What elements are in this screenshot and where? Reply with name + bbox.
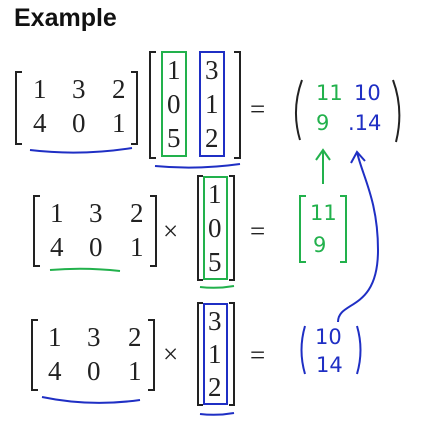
matrix-cell: 0 bbox=[167, 89, 181, 119]
matrix-cell: 1 bbox=[33, 74, 47, 104]
bracket-right bbox=[148, 319, 155, 391]
row2-result-vector: 11 9 bbox=[299, 195, 347, 263]
underline-annotation bbox=[154, 163, 241, 169]
arrow-blue bbox=[337, 151, 380, 323]
matrix-cell: 3 bbox=[72, 74, 86, 104]
matrix-cell: 1 bbox=[208, 339, 222, 369]
bracket-left bbox=[299, 195, 306, 263]
column-highlight-blue bbox=[199, 51, 225, 157]
result-value: 10 bbox=[354, 81, 381, 105]
result-value: 9 bbox=[316, 111, 329, 135]
row3-result-vector: 10 14 bbox=[300, 325, 362, 377]
bracket-left bbox=[197, 302, 203, 406]
matrix-cell: 4 bbox=[50, 232, 64, 262]
row2-matrix-a: 1 3 2 4 0 1 bbox=[33, 195, 157, 272]
matrix-cell: 2 bbox=[205, 123, 219, 153]
bracket-right bbox=[356, 325, 362, 375]
bracket-right bbox=[229, 175, 235, 281]
matrix-cell: 0 bbox=[89, 232, 103, 262]
times-sign: × bbox=[163, 216, 178, 246]
result-value: 14 bbox=[316, 353, 343, 377]
bracket-right bbox=[392, 79, 401, 143]
matrix-cell: 1 bbox=[130, 232, 144, 262]
matrix-cell: 1 bbox=[48, 322, 62, 352]
equals-sign: = bbox=[250, 340, 265, 370]
row1-result-matrix: 11 10 9 .14 bbox=[295, 79, 401, 143]
row1-matrix-a: 1 3 2 4 0 1 bbox=[15, 71, 138, 154]
matrix-cell: 0 bbox=[208, 213, 222, 243]
times-sign: × bbox=[163, 339, 178, 369]
bracket-left bbox=[149, 51, 156, 159]
result-value: 10 bbox=[315, 325, 342, 349]
matrix-cell: 1 bbox=[205, 89, 219, 119]
column-highlight-green bbox=[203, 176, 228, 280]
row1-matrix-b: 1 0 5 3 1 2 bbox=[149, 51, 241, 169]
row3-matrix-a: 1 3 2 4 0 1 bbox=[31, 319, 155, 404]
column-highlight-blue bbox=[203, 303, 228, 405]
matrix-cell: 3 bbox=[208, 306, 222, 336]
matrix-cell: 0 bbox=[87, 356, 101, 386]
row2-vector: 1 0 5 bbox=[197, 175, 235, 289]
bracket-left bbox=[33, 195, 40, 267]
row3-vector: 3 1 2 bbox=[197, 302, 235, 416]
underline-annotation bbox=[199, 285, 235, 289]
matrix-cell: 2 bbox=[128, 322, 142, 352]
equals-sign: = bbox=[250, 94, 265, 124]
underline-annotation bbox=[49, 267, 121, 272]
result-value: .14 bbox=[348, 111, 381, 135]
matrix-cell: 5 bbox=[167, 123, 181, 153]
arrow-blue-head bbox=[350, 150, 366, 164]
matrix-cell: 1 bbox=[167, 55, 181, 85]
underline-annotation bbox=[41, 396, 141, 404]
matrix-cell: 1 bbox=[208, 179, 222, 209]
bracket-left bbox=[197, 175, 203, 281]
result-value: 9 bbox=[313, 233, 326, 257]
matrix-cell: 2 bbox=[112, 74, 126, 104]
matrix-cell: 2 bbox=[130, 198, 144, 228]
bracket-right bbox=[150, 195, 157, 267]
bracket-right bbox=[131, 71, 138, 145]
underline-annotation bbox=[29, 147, 133, 154]
matrix-cell: 4 bbox=[33, 108, 47, 138]
bracket-right bbox=[340, 195, 347, 263]
equals-sign: = bbox=[250, 216, 265, 246]
bracket-left bbox=[31, 319, 38, 391]
bracket-left bbox=[295, 79, 303, 141]
bracket-left bbox=[300, 325, 306, 375]
arrow-green-head bbox=[315, 148, 331, 161]
underline-annotation bbox=[199, 412, 235, 416]
result-value: 11 bbox=[310, 201, 337, 225]
matrix-cell: 4 bbox=[48, 356, 62, 386]
matrix-cell: 1 bbox=[128, 356, 142, 386]
column-highlight-green bbox=[161, 51, 187, 157]
bracket-left bbox=[15, 71, 22, 145]
matrix-cell: 1 bbox=[50, 198, 64, 228]
slide-title: Example bbox=[14, 4, 117, 32]
matrix-cell: 3 bbox=[89, 198, 103, 228]
matrix-cell: 0 bbox=[72, 108, 86, 138]
matrix-cell: 1 bbox=[112, 108, 126, 138]
result-value: 11 bbox=[316, 81, 343, 105]
matrix-cell: 2 bbox=[208, 372, 222, 402]
matrix-cell: 5 bbox=[208, 247, 222, 277]
matrix-cell: 3 bbox=[87, 322, 101, 352]
bracket-right bbox=[229, 302, 235, 406]
bracket-right bbox=[234, 51, 241, 159]
matrix-cell: 3 bbox=[205, 55, 219, 85]
